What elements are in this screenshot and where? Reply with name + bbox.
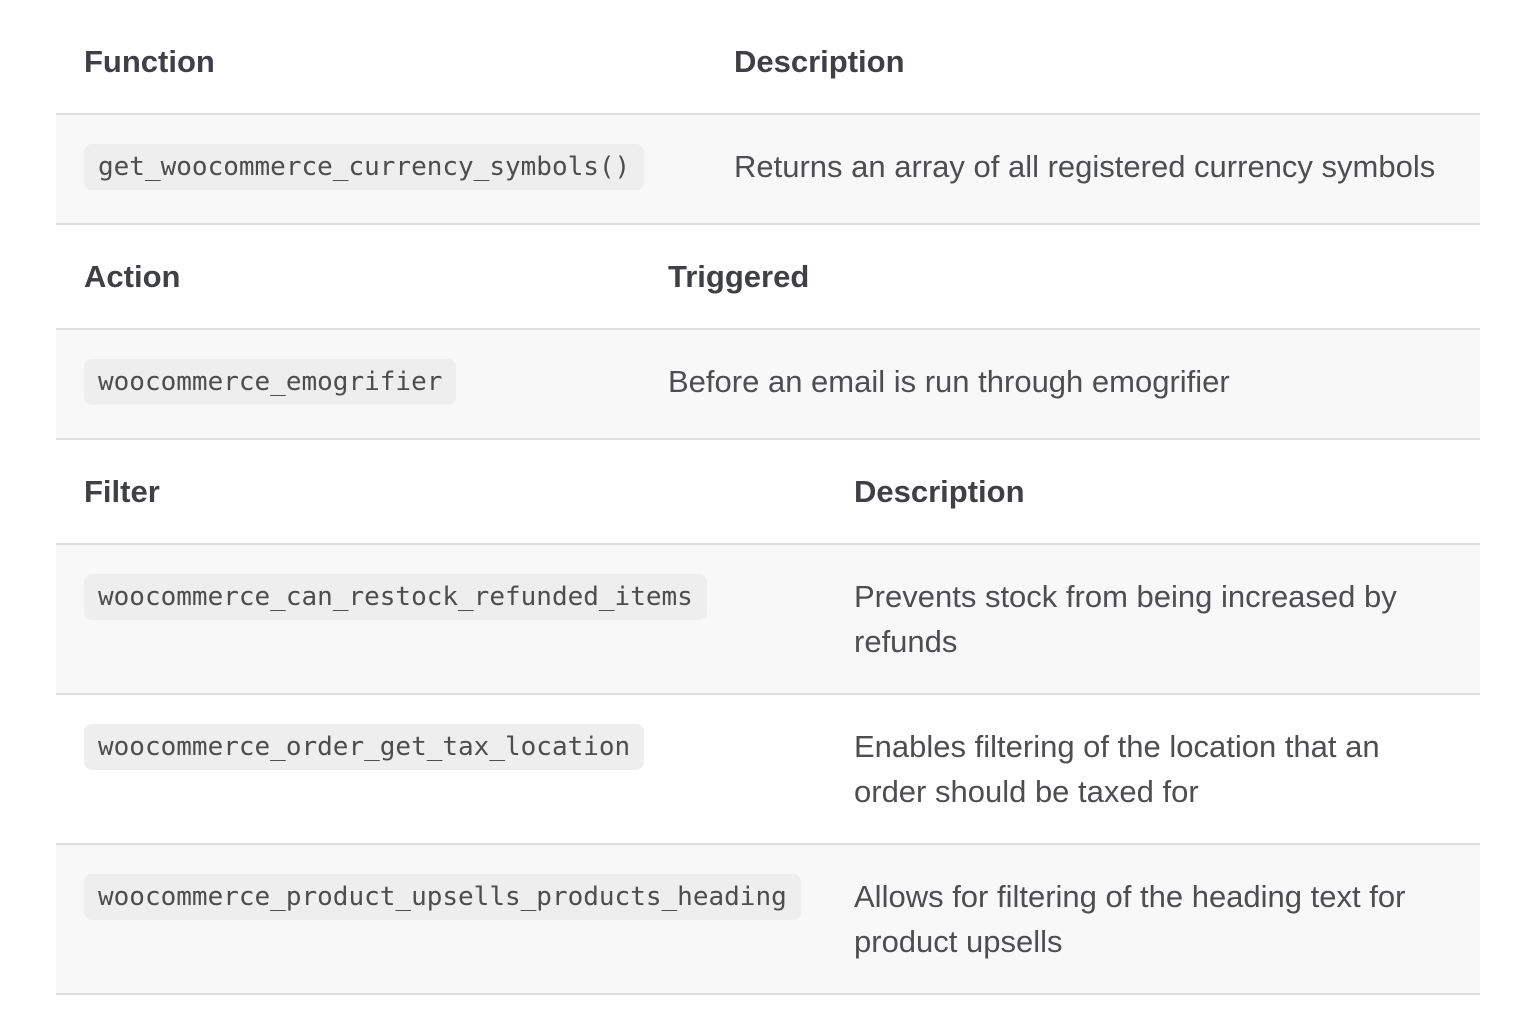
filter-name-cell: woocommerce_product_upsells_products_hea… [56,844,826,994]
filter-description-cell: Enables filtering of the location that a… [854,729,1380,809]
code-badge: woocommerce_product_upsells_products_hea… [84,874,801,920]
actions-column-header: Action [56,225,640,329]
functions-header-row: Function Description [56,10,1480,114]
table-row: woocommerce_product_upsells_products_hea… [56,844,1480,994]
table-row: woocommerce_can_restock_refunded_items P… [56,544,1480,694]
code-badge: woocommerce_order_get_tax_location [84,724,645,770]
action-triggered-cell: Before an email is run through emogrifie… [668,364,1230,399]
function-description-cell: Returns an array of all registered curre… [734,149,1436,184]
filters-table: Filter Description woocommerce_can_resto… [56,440,1480,995]
table-row: woocommerce_order_get_tax_location Enabl… [56,694,1480,844]
filters-header-row: Filter Description [56,440,1480,544]
table-row: get_woocommerce_currency_symbols() Retur… [56,114,1480,224]
code-badge: get_woocommerce_currency_symbols() [84,144,645,190]
filter-description-cell: Prevents stock from being increased by r… [854,579,1397,659]
action-name-cell: woocommerce_emogrifier [56,329,640,439]
actions-table: Action Triggered woocommerce_emogrifier … [56,225,1480,440]
filter-name-cell: woocommerce_order_get_tax_location [56,694,826,844]
filters-description-column-header: Description [826,440,1480,544]
table-row: woocommerce_emogrifier Before an email i… [56,329,1480,439]
function-name-cell: get_woocommerce_currency_symbols() [56,114,706,224]
code-badge: woocommerce_can_restock_refunded_items [84,574,707,620]
functions-column-header: Function [56,10,706,114]
functions-description-column-header: Description [706,10,1480,114]
actions-triggered-column-header: Triggered [640,225,1480,329]
filters-column-header: Filter [56,440,826,544]
filter-name-cell: woocommerce_can_restock_refunded_items [56,544,826,694]
actions-header-row: Action Triggered [56,225,1480,329]
functions-table: Function Description get_woocommerce_cur… [56,10,1480,225]
filter-description-cell: Allows for filtering of the heading text… [854,879,1406,959]
code-badge: woocommerce_emogrifier [84,359,457,405]
